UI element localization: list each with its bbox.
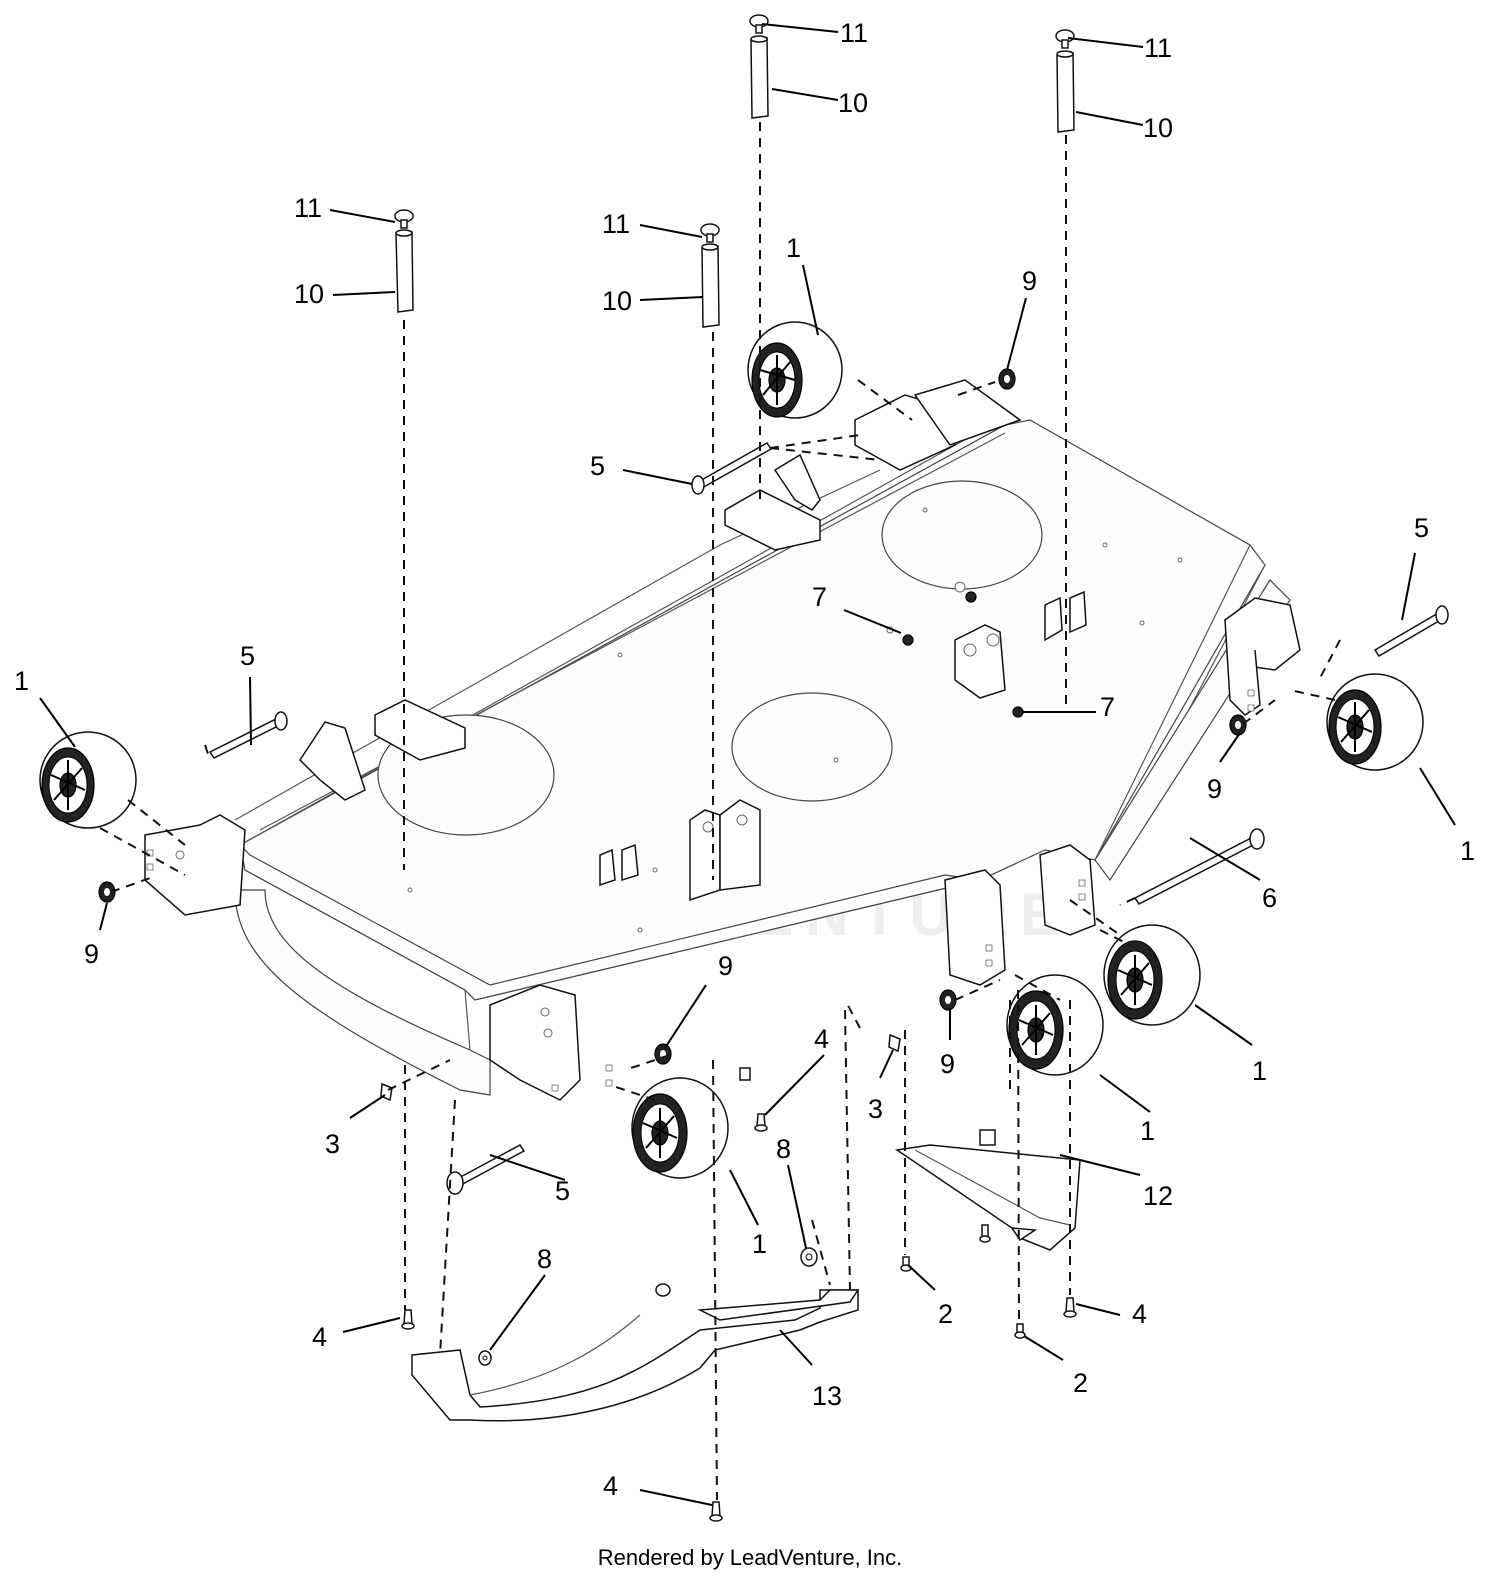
callout-8: 8 (537, 1244, 552, 1274)
caster-wheel-right-front-inner (1006, 974, 1104, 1076)
callout-1: 1 (14, 666, 29, 696)
callout-5: 5 (240, 641, 255, 671)
callout-1: 1 (1460, 836, 1475, 866)
callout-9: 9 (718, 951, 733, 981)
callout-13: 13 (812, 1381, 842, 1411)
callout-1: 1 (786, 233, 801, 263)
callout-1: 1 (752, 1229, 767, 1259)
axle-bolt-right-rear (1373, 605, 1449, 658)
assembly-lines (99, 122, 1341, 1501)
callout-4: 4 (603, 1471, 618, 1501)
bracket-12 (894, 1129, 1081, 1251)
axle-bolt-front-center (446, 1144, 526, 1195)
callout-10: 10 (294, 279, 324, 309)
caster-wheel-left-rear (39, 731, 137, 829)
callout-6: 6 (1262, 883, 1277, 913)
callout-11: 11 (1144, 33, 1172, 63)
callout-3: 3 (868, 1094, 883, 1124)
callout-11: 11 (602, 209, 630, 239)
spacer-stack-1 (394, 209, 414, 313)
callout-7: 7 (1100, 692, 1115, 722)
caster-wheel-rear-center (747, 321, 843, 419)
hardware (98, 368, 1247, 1522)
callout-10: 10 (1143, 113, 1173, 143)
callout-2: 2 (1073, 1368, 1088, 1398)
callout-10: 10 (602, 286, 632, 316)
callout-12: 12 (1143, 1181, 1173, 1211)
callout-4: 4 (312, 1322, 327, 1352)
spacer-stack-4 (1055, 29, 1075, 133)
callout-10: 10 (838, 88, 868, 118)
footer-credit: Rendered by LeadVenture, Inc. (597, 1545, 903, 1570)
callout-11: 11 (294, 193, 322, 223)
callout-8: 8 (776, 1134, 791, 1164)
callout-labels: 11 10 11 10 11 10 11 10 1 9 5 5 7 7 5 1 … (14, 18, 1475, 1501)
caster-wheel-front-center (631, 1077, 729, 1179)
callout-5: 5 (1414, 513, 1429, 543)
callout-4: 4 (814, 1024, 829, 1054)
caster-wheel-right-front-outer (1103, 924, 1201, 1026)
callout-5: 5 (555, 1176, 570, 1206)
bracket-13 (411, 1289, 860, 1422)
spacer-stack-3 (749, 14, 769, 119)
callout-4: 4 (1132, 1299, 1147, 1329)
callout-9: 9 (84, 939, 99, 969)
callout-11: 11 (840, 18, 868, 48)
caster-wheel-right-rear (1326, 673, 1424, 771)
axle-bolt-left-rear (208, 711, 288, 759)
callout-1: 1 (1252, 1056, 1267, 1086)
callout-9: 9 (940, 1049, 955, 1079)
callout-3: 3 (325, 1129, 340, 1159)
callout-1: 1 (1140, 1116, 1155, 1146)
callout-9: 9 (1022, 266, 1037, 296)
callout-2: 2 (938, 1299, 953, 1329)
callout-7: 7 (812, 582, 827, 612)
mower-deck (144, 379, 1301, 1101)
callout-5: 5 (590, 451, 605, 481)
axle-bolt-right-front (1133, 828, 1265, 905)
callout-9: 9 (1207, 774, 1222, 804)
leader-lines (39, 23, 1456, 1506)
spacer-stack-2 (700, 223, 720, 328)
